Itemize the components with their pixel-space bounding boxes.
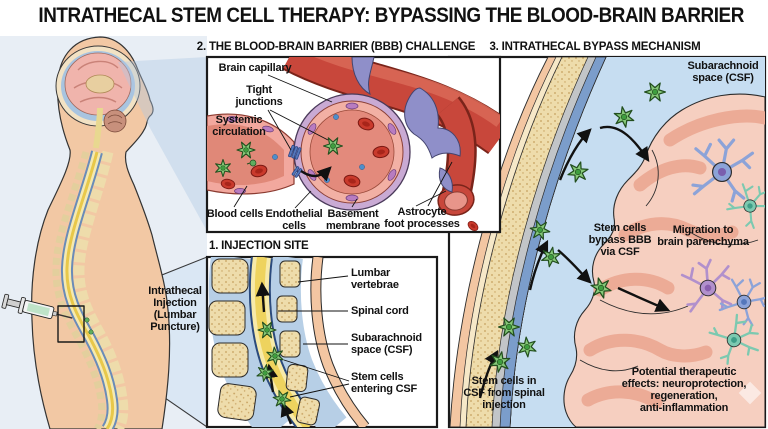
label-brain-capillary: Brain capillary <box>218 62 292 74</box>
label-endothelial-cells: Endothelial cells <box>265 208 323 232</box>
label-lumbar-vertebrae: Lumbar vertebrae <box>351 267 399 291</box>
injection-leader-lines <box>278 275 350 398</box>
label-spinal-cord: Spinal cord <box>351 305 409 317</box>
bbb-leader-lines <box>233 74 453 209</box>
label-subarachnoid-space-injection: Subarachnoid space (CSF) <box>351 332 422 356</box>
panel-bbb-heading: 2. THE BLOOD-BRAIN BARRIER (BBB) CHALLEN… <box>196 41 476 53</box>
label-stem-cells-in-csf: Stem cells in CSF from spinal injection <box>463 375 545 411</box>
panel-injection-art <box>208 257 370 427</box>
label-migration: Migration to brain parenchyma <box>657 224 749 248</box>
label-subarachnoid-space-bypass: Subarachnoid space (CSF) <box>687 60 759 84</box>
astrocyte-icon <box>351 57 461 193</box>
label-stem-cells-entering: Stem cells entering CSF <box>351 371 418 395</box>
label-intrathecal-injection: Intrathecal Injection (Lumbar Puncture) <box>148 285 202 333</box>
label-tight-junctions: Tight junctions <box>235 84 283 108</box>
syringe-icon <box>1 293 73 320</box>
panel-bypass-heading: 3. INTRATHECAL BYPASS MECHANISM <box>489 41 701 53</box>
systemic-vessel <box>207 113 295 195</box>
label-blood-cells: Blood cells <box>206 208 264 220</box>
head-zoom-connector <box>118 57 207 231</box>
body-figure <box>1 36 171 429</box>
label-astrocyte-foot-processes: Astrocyte foot processes <box>384 206 460 230</box>
panel-injection-heading: 1. INJECTION SITE <box>209 240 309 252</box>
label-stem-cells-bypass: Stem cells bypass BBB via CSF <box>588 222 652 258</box>
panel-bypass-art <box>449 57 765 427</box>
label-basement-membrane: Basement membrane <box>325 208 381 232</box>
panel-bbb-art <box>207 57 500 232</box>
diagram-title: INTRATHECAL STEM CELL THERAPY: BYPASSING… <box>38 4 744 27</box>
brain-section <box>55 45 141 149</box>
spine <box>52 150 129 429</box>
lumbar-zoom-box <box>57 305 85 343</box>
label-systemic-circulation: Systemic circulation <box>212 114 266 138</box>
capillary-cross-section <box>288 93 411 211</box>
tight-junction-icon <box>288 144 303 178</box>
label-therapeutic-effects: Potential therapeutic effects: neuroprot… <box>621 366 747 414</box>
vertebrae <box>208 258 321 426</box>
